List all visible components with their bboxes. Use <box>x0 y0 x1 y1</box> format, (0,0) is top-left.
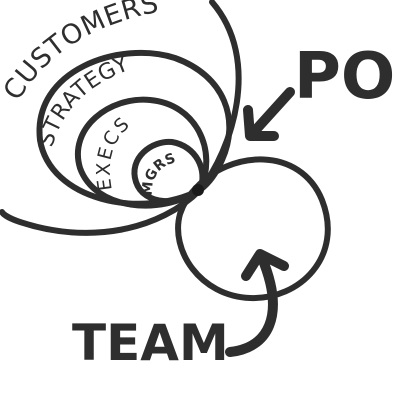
team-circle <box>175 156 331 302</box>
customers-ring <box>0 0 242 236</box>
team-arrow-icon <box>225 249 289 357</box>
mgrs-ring <box>131 138 206 205</box>
mgrs-label: MGRS <box>140 150 178 196</box>
strategy-ring <box>36 49 233 207</box>
po-arrow-icon <box>243 87 295 141</box>
execs-ring <box>75 96 210 209</box>
po-label: PO <box>294 40 395 114</box>
team-label: TEAM <box>72 314 229 372</box>
execs-label: EXECS <box>93 112 135 192</box>
junction-dot <box>192 184 204 196</box>
